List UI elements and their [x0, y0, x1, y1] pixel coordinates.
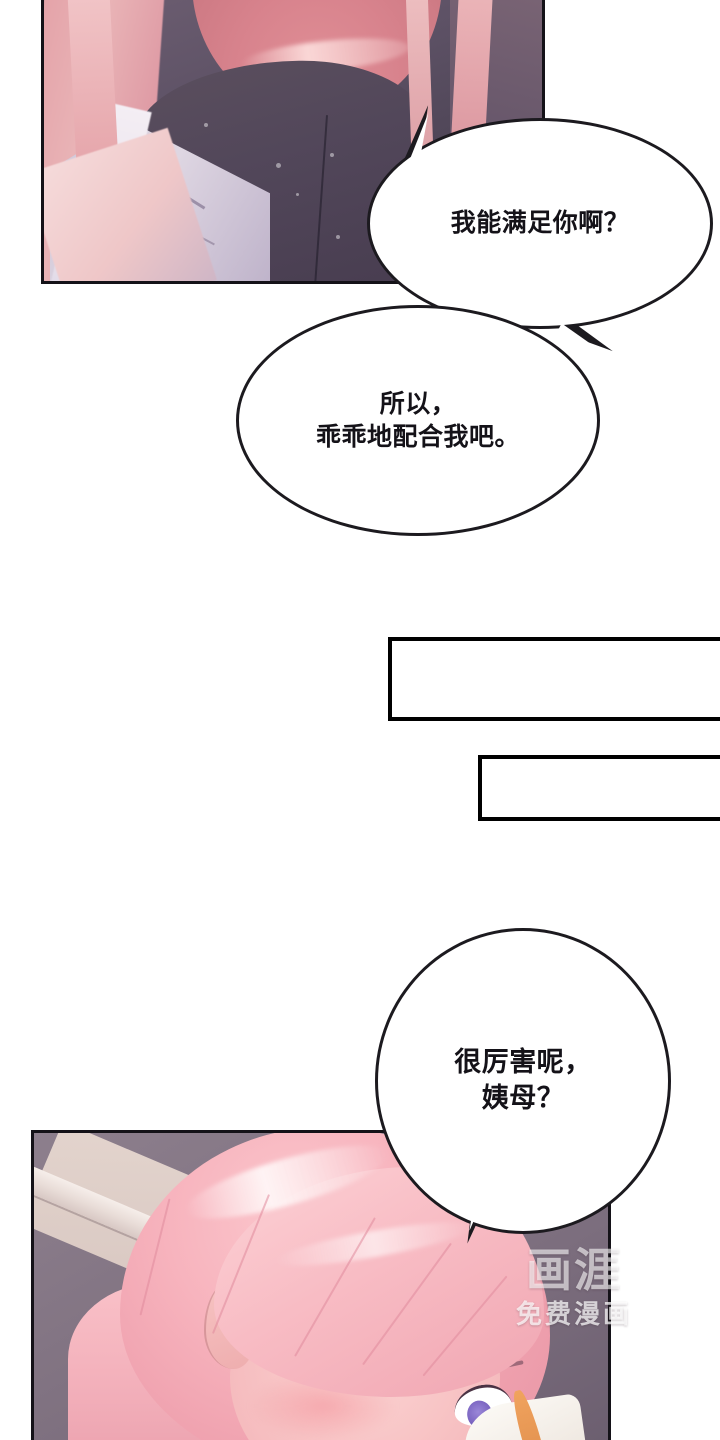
speech-bubble-2: 所以， 乖乖地配合我吧。 — [236, 305, 600, 536]
bottom-panel — [31, 1130, 611, 1440]
speech-bubble-1: 我能满足你啊？ — [367, 118, 713, 329]
empty-caption-box-2 — [478, 755, 720, 821]
speech-bubble-3: 很厉害呢， 姨母？ — [375, 928, 671, 1234]
empty-caption-box-1 — [388, 637, 720, 721]
sparkle-speck — [204, 123, 208, 127]
sparkle-speck — [330, 153, 334, 157]
speech-bubble-3-line-2: 姨母？ — [481, 1083, 565, 1113]
speech-bubble-2-line-2: 乖乖地配合我吧。 — [315, 422, 520, 451]
sparkle-speck — [276, 163, 281, 168]
speech-bubble-3-line-1: 很厉害呢， — [454, 1047, 592, 1078]
speech-bubble-1-line-1: 我能满足你啊？ — [450, 209, 630, 237]
speech-bubble-2-line-1: 所以， — [379, 389, 457, 418]
sparkle-speck — [336, 235, 340, 239]
sparkle-speck — [296, 193, 299, 196]
